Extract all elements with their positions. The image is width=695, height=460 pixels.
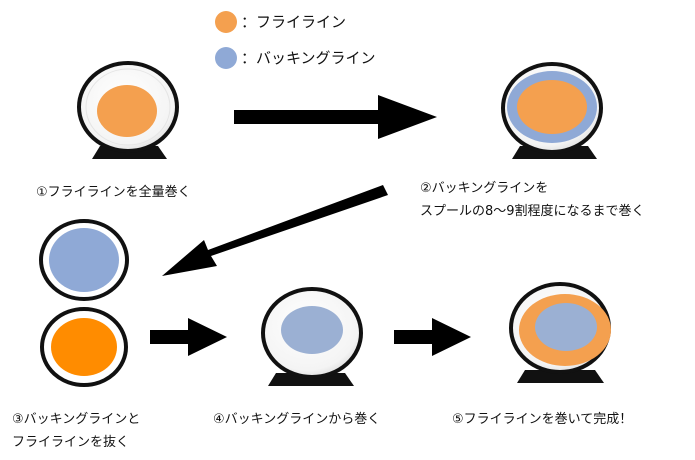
- step1-label: ①フライラインを全量巻く: [36, 185, 191, 200]
- legend-fly-line-icon: [215, 11, 237, 33]
- removed-backing-spool: [39, 219, 129, 301]
- step2-label-line2: スプールの8～9割程度になるまで巻く: [420, 204, 645, 219]
- removed-fly-line-spool: [40, 307, 128, 387]
- reel-step4: [261, 287, 363, 386]
- reel-step5: [509, 282, 611, 383]
- step4-label: ④バッキングラインから巻く: [213, 412, 381, 427]
- step5-label: ⑤フライラインを巻いて完成！: [452, 412, 633, 427]
- backing-line-spool: [281, 306, 343, 354]
- arrow-step4-to-step5: [394, 318, 471, 356]
- reel-step1: [77, 61, 179, 159]
- step2-label-line1: ②バッキングラインを: [420, 181, 549, 196]
- reel-step2: [501, 62, 603, 159]
- arrow-step2-to-step3: [162, 185, 388, 276]
- fly-line-spool: [97, 85, 157, 137]
- arrow-step1-to-step2: [234, 95, 437, 139]
- step3-label-line2: フライラインを抜く: [12, 435, 130, 450]
- legend-fly-line-label: ：フライライン: [241, 13, 347, 31]
- legend-backing-line-label: ：バッキングライン: [241, 49, 376, 67]
- legend-backing-line-icon: [215, 47, 237, 69]
- arrow-step3-to-step4: [150, 318, 227, 356]
- step3-label-line1: ③バッキングラインと: [12, 412, 141, 427]
- fly-line-spool: [517, 80, 587, 134]
- backing-line-spool: [535, 303, 597, 351]
